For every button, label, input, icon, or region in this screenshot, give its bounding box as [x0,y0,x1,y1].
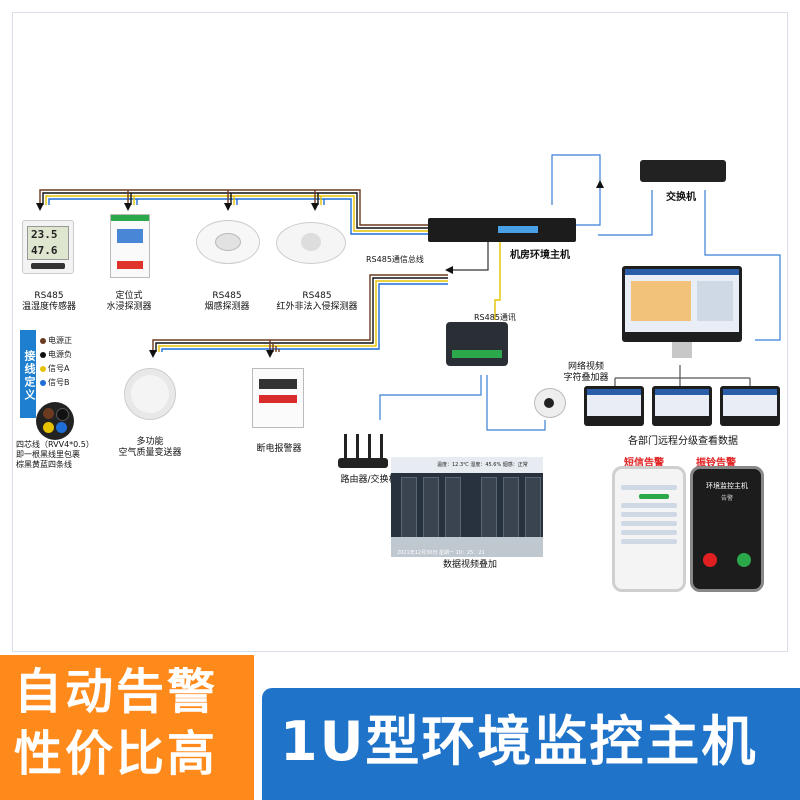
thermo-reading-humidity: 47.6 [31,244,58,257]
ring-alert-title: 振铃告警 [696,458,736,469]
video-label: 数据视频叠加 [442,560,497,570]
overlay-label: 网络视频 字符叠加器 [563,362,609,383]
thermo-buttons [31,263,65,269]
video-overlay-bottom: 2021年12月30日 星期一 10：25：21 [397,550,485,556]
banner-line2: 性价比高 [14,726,219,782]
power-alarm-label: 断电报警器 [256,444,302,454]
dept-monitor-2 [652,386,712,426]
water-leak-detector-device [110,214,150,278]
dept-monitor-1 [584,386,644,426]
smoke-sensor-chamber [215,233,241,251]
remote-view-label: 各部门远程分级查看数据 [628,436,738,447]
air-quality-transmitter-device [124,368,176,420]
dept-monitor-3 [720,386,780,426]
leak-lcd [117,229,143,243]
legend-item: 信号A [40,362,82,376]
network-switch-device [640,160,726,182]
legend-item: 信号B [40,376,82,390]
four-core-cable-icon [36,402,74,440]
accept-call-icon [737,553,751,567]
wire-color-dot-icon [40,351,46,358]
leak-alarm-strip [117,261,143,269]
switch-label: 交换机 [666,192,696,203]
wiring-layer [36,154,781,431]
host-label: 机房环境主机 [510,250,570,261]
dashboard-map [631,281,691,321]
power-failure-alarm-device [252,368,304,428]
main-monitor [622,266,742,342]
ring-app-name: 环境监控主机 [706,482,748,490]
rs485-bus-label: RS485通信总线 [366,255,424,264]
ir-intrusion-detector-device [276,222,346,264]
rs485-module-device [446,322,508,366]
thermo-reading-temp: 23.5 [31,228,58,241]
legend-item-label: 电源负 [48,350,72,359]
terminal-block [111,215,149,221]
sms-alert-title: 短信告警 [624,458,664,469]
rs485-comm-label: RS485通讯 [474,313,516,322]
router-device [338,434,388,470]
water-leak-label: 定位式 水浸探测器 [106,291,152,312]
banner-left: 自动告警 性价比高 [0,655,254,800]
wire-color-dot-icon [40,365,46,372]
arrow-heads [36,180,604,358]
video-overlay-screenshot: 温度：12.3℃ 湿度：45.6% 烟感：正常 2021年12月30日 星期一 … [391,457,543,557]
legend-item-label: 信号A [48,364,70,373]
rs485-bus-lower [152,274,448,352]
ir-detector-label: RS485 红外非法入侵探测器 [276,291,358,312]
smoke-detector-device [196,220,260,264]
cable-note: 四芯线（RVV4*0.5） 即一根黑线里包裹 棕黑黄蓝四条线 [16,440,94,469]
legend-item: 电源负 [40,348,82,362]
air-quality-label: 多功能 空气质量变送器 [118,437,182,458]
router-label: 路由器/交换机 [340,475,398,485]
sms-phone [612,466,686,592]
thermo-display: 23.5 47.6 [27,226,69,260]
banner-headline: 1U型环境监控主机 [280,710,758,773]
video-overlay-top: 温度：12.3℃ 湿度：45.6% 烟感：正常 [437,462,528,468]
thermo-hygrometer-device: 23.5 47.6 [22,220,74,274]
legend-item: 电源正 [40,334,82,348]
legend-item-label: 电源正 [48,336,72,345]
dome-camera-device [534,388,566,418]
ring-phone: 环境监控主机 告警 [690,466,764,592]
wire-color-dot-icon [40,379,46,386]
wire-color-dot-icon [40,337,46,344]
thermo-label: RS485 温湿度传感器 [21,291,76,312]
environment-host-device [428,218,576,242]
diagram-frame [12,12,788,652]
legend-title: 接线定义 [20,330,36,418]
ring-sub: 告警 [720,495,733,502]
legend-item-label: 信号B [48,378,70,387]
legend-items: 电源正电源负信号A 信号B [40,334,82,390]
wiring-legend: 接线定义 电源正电源负信号A 信号B [20,330,82,420]
host-front-panel [498,226,538,233]
smoke-detector-label: RS485 烟感探测器 [204,291,250,312]
banner-line1: 自动告警 [14,664,219,720]
decline-call-icon [703,553,717,567]
banner-right: 1U型环境监控主机 [262,688,800,800]
ir-lens [301,233,321,251]
